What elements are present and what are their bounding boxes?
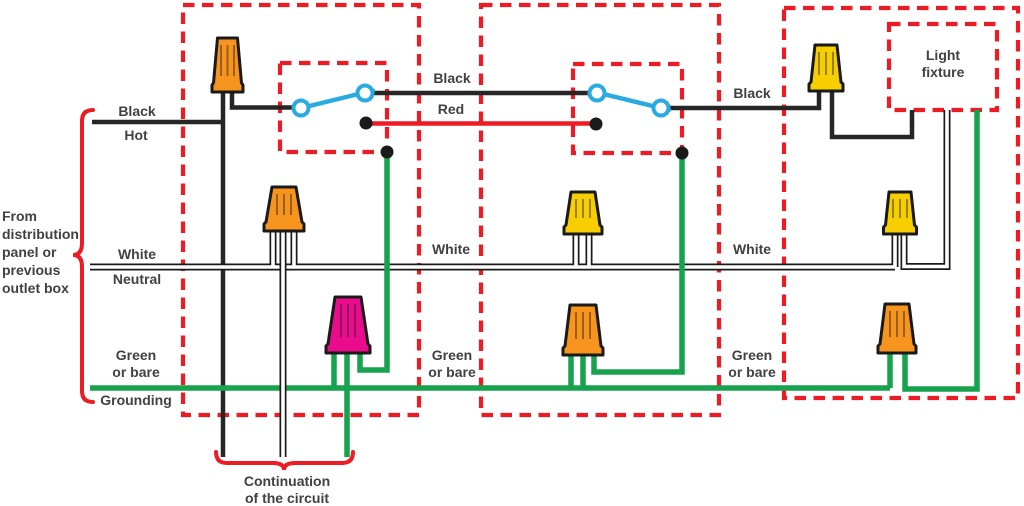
run1-green-label: Green or bare (428, 347, 476, 380)
wire-nut-ground-box3 (876, 302, 918, 355)
switch2-to-nut-black-wire (668, 90, 822, 111)
wire-nut-ground-box1 (324, 295, 372, 355)
switch1-red-terminal (359, 116, 373, 130)
wire-nut-white-box2 (562, 190, 604, 236)
feed-black-label: Black (118, 103, 156, 119)
source-note-label: From distribution panel or previous outl… (2, 208, 79, 296)
white-neutral-wires (90, 110, 951, 271)
run2-green-label: Green or bare (728, 347, 776, 380)
outlet-box-3 (781, 5, 1021, 401)
feed-grounding-label: Grounding (100, 392, 172, 408)
run2-black-label: Black (733, 85, 771, 101)
wire-nut-ground-box2 (561, 303, 605, 357)
continuation-brace (214, 450, 355, 471)
switch2-ground-wire (591, 153, 685, 375)
run1-black-label: Black (433, 70, 471, 86)
run2-white-label: White (732, 241, 772, 257)
wire-nut-black-box3 (807, 43, 845, 93)
feed-green-label: Green or bare (112, 347, 160, 380)
nut-to-switch1-wire (229, 92, 295, 110)
switch-1 (291, 83, 376, 118)
switch1-ground-terminal (380, 145, 394, 159)
feed-hot-label: Hot (124, 127, 148, 143)
nut-to-fixture-black-wire (829, 90, 915, 140)
ground-wires (90, 110, 980, 457)
wire-nut-black-box1 (210, 36, 245, 94)
run1-red-label: Red (437, 101, 465, 117)
wire-nut-white-box3 (882, 190, 918, 236)
continuation-label: Continuation of the circuit (243, 473, 331, 506)
outlet-box-1 (180, 2, 422, 418)
outlet-box-2 (478, 2, 722, 418)
wire-nut-white-box1 (262, 185, 306, 233)
run1-white-label: White (431, 241, 471, 257)
feed-white-label: White (117, 246, 157, 262)
switch1-ground-wire (357, 152, 390, 373)
switch2-red-terminal (589, 117, 603, 131)
fixture-ground-wire (902, 110, 980, 392)
light-fixture-label: Light fixture (921, 47, 965, 80)
feed-neutral-label: Neutral (112, 271, 162, 287)
switch-2 (587, 83, 672, 118)
feed-brace (72, 108, 95, 404)
light-fixture-box (886, 21, 1000, 113)
switch2-ground-terminal (675, 146, 689, 160)
